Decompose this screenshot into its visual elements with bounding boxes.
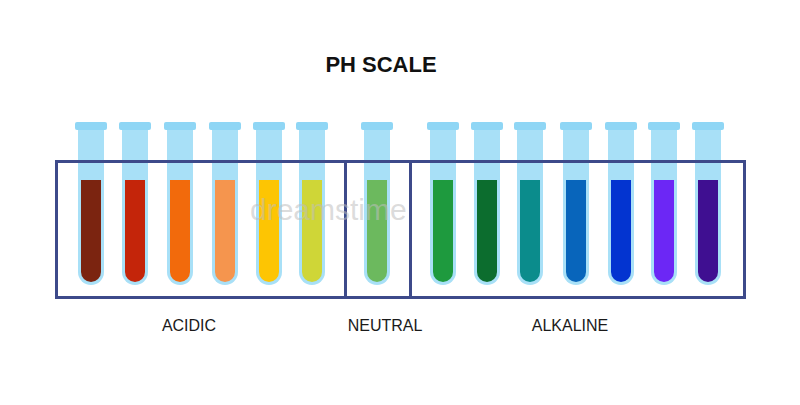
test-tube: [648, 122, 680, 285]
test-tube: [427, 122, 459, 285]
ph-range-box: ALKALINE: [409, 160, 746, 299]
test-tube: [605, 122, 637, 285]
test-tube: [692, 122, 724, 285]
test-tube: [560, 122, 592, 285]
watermark: dreamstime: [250, 193, 407, 227]
test-tube: [514, 122, 546, 285]
test-tube: [75, 122, 107, 285]
diagram-title: PH SCALE: [0, 52, 762, 78]
test-tube: [164, 122, 196, 285]
ph-range-box: ACIDIC: [55, 160, 347, 299]
test-tube: [471, 122, 503, 285]
range-label: ACIDIC: [162, 317, 216, 335]
range-label: NEUTRAL: [348, 317, 423, 335]
ph-range-box: NEUTRAL: [344, 160, 412, 299]
test-tube: [209, 122, 241, 285]
test-tube: [119, 122, 151, 285]
range-label: ALKALINE: [532, 317, 608, 335]
